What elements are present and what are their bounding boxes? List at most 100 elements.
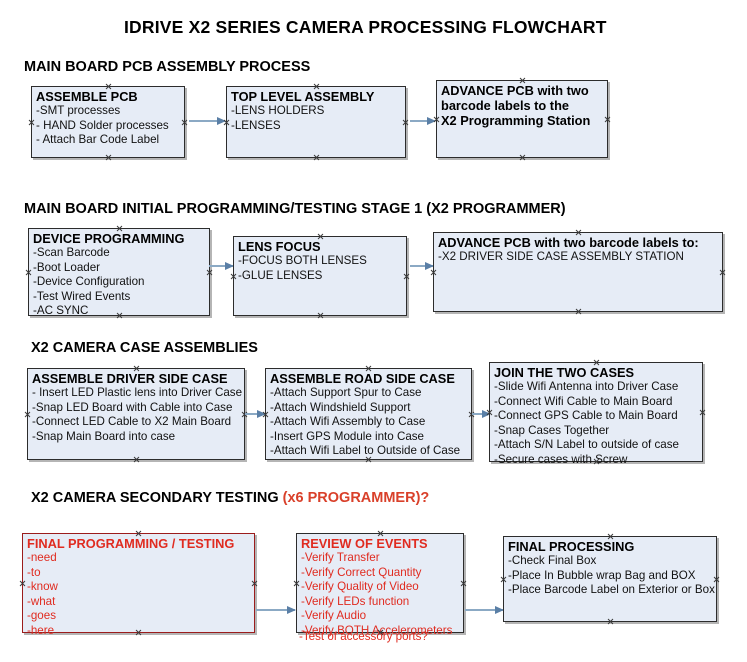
- connection-handle-bottom[interactable]: [317, 312, 324, 319]
- list-item: -AC SYNC: [33, 304, 89, 318]
- list-item: -need: [27, 551, 57, 564]
- list-item: -Slide Wifi Antenna into Driver Case: [494, 380, 679, 393]
- connection-handle-left[interactable]: [28, 119, 35, 126]
- list-item: -Connect Wifi Cable to Main Board: [494, 394, 673, 408]
- list-item: -Verify Audio: [301, 609, 367, 623]
- connection-handle-right[interactable]: [604, 116, 611, 123]
- connection-handle-right[interactable]: [460, 580, 467, 587]
- connector-arrow: [465, 605, 504, 614]
- list-item: -Connect GPS Cable to Main Board: [494, 409, 678, 423]
- node-title: JOIN THE TWO CASES: [494, 365, 635, 380]
- list-item: -Attach S/N Label to outside of case: [494, 438, 679, 452]
- connection-handle-right[interactable]: [699, 409, 706, 416]
- node-final-processing[interactable]: FINAL PROCESSING -Check Final Box -Place…: [503, 536, 717, 622]
- list-item: -Verify Correct Quantity: [301, 565, 422, 579]
- list-item: -Secure cases with Screw: [494, 452, 628, 466]
- node-final-programming-testing[interactable]: FINAL PROGRAMMING / TESTING -need -to -k…: [19, 533, 258, 637]
- list-item: -Attach Windshield Support: [270, 400, 411, 414]
- node-item-list: -Scan Barcode -Boot Loader -Device Confi…: [33, 246, 206, 319]
- list-item: -LENS HOLDERS: [231, 104, 325, 117]
- connection-handle-right[interactable]: [719, 269, 726, 276]
- node-assemble-driver-side-case[interactable]: ASSEMBLE DRIVER SIDE CASE - Insert LED P…: [27, 368, 245, 460]
- node-title: ADVANCE PCB with two barcode labels to:: [438, 235, 699, 250]
- node-assemble-road-side-case[interactable]: ASSEMBLE ROAD SIDE CASE -Attach Support …: [265, 368, 472, 460]
- list-item: -Scan Barcode: [33, 246, 110, 259]
- section-heading-4-accent: (x6 PROGRAMMER)?: [282, 490, 430, 506]
- node-title: ASSEMBLE DRIVER SIDE CASE: [32, 371, 228, 386]
- list-item: -Attach Wifi Label to Outside of Case: [270, 444, 461, 458]
- node-review-of-events-overflow-item: -Test of accessory ports?: [299, 630, 428, 643]
- section-heading-2-text: MAIN BOARD INITIAL PROGRAMMING/TESTING S…: [24, 201, 566, 217]
- connection-handle-left[interactable]: [24, 411, 31, 418]
- connection-handle-bottom[interactable]: [607, 618, 614, 625]
- node-item-list: -SMT processes - HAND Solder processes -…: [36, 104, 181, 148]
- connection-handle-bottom[interactable]: [313, 154, 320, 161]
- node-advance-pcb-programming-station[interactable]: ADVANCE PCB with two barcode labels to t…: [436, 80, 608, 158]
- node-item-list: -Slide Wifi Antenna into Driver Case -Co…: [494, 380, 699, 468]
- node-title: TOP LEVEL ASSEMBLY: [231, 89, 375, 104]
- node-item-list: -FOCUS BOTH LENSES -GLUE LENSES: [238, 254, 403, 283]
- list-item: -Verify Transfer: [301, 551, 380, 564]
- node-device-programming[interactable]: DEVICE PROGRAMMING -Scan Barcode -Boot L…: [25, 228, 213, 319]
- node-title: FINAL PROCESSING: [508, 539, 635, 554]
- list-item: -know: [27, 580, 58, 594]
- list-item: -Verify Quality of Video: [301, 580, 419, 594]
- list-item: -LENSES: [231, 118, 281, 132]
- list-item: -Snap LED Board with Cable into Case: [32, 400, 233, 414]
- section-heading-4-text: X2 CAMERA SECONDARY TESTING: [31, 490, 283, 506]
- node-title: LENS FOCUS: [238, 239, 321, 254]
- node-item-list: - Insert LED Plastic lens into Driver Ca…: [32, 386, 242, 444]
- list-item: -to: [27, 565, 41, 579]
- connection-handle-right[interactable]: [251, 580, 258, 587]
- list-item: -Attach Support Spur to Case: [270, 386, 422, 399]
- connection-handle-left[interactable]: [230, 273, 237, 280]
- connection-handle-left[interactable]: [500, 576, 507, 583]
- list-item: -Verify LEDs function: [301, 594, 410, 608]
- section-heading-3: X2 CAMERA CASE ASSEMBLIES: [31, 340, 258, 356]
- list-item: -goes: [27, 609, 57, 623]
- connection-handle-right[interactable]: [181, 119, 188, 126]
- connection-handle-left[interactable]: [293, 580, 300, 587]
- section-heading-1: MAIN BOARD PCB ASSEMBLY PROCESS: [24, 59, 310, 75]
- connection-handle-right[interactable]: [403, 273, 410, 280]
- list-item: -Test Wired Events: [33, 289, 131, 303]
- list-item: -X2 DRIVER SIDE CASE ASSEMBLY STATION: [438, 250, 684, 263]
- list-item: -FOCUS BOTH LENSES: [238, 254, 367, 267]
- connection-handle-left[interactable]: [430, 269, 437, 276]
- connection-handle-bottom[interactable]: [519, 154, 526, 161]
- list-item: -SMT processes: [36, 104, 121, 117]
- node-title: ADVANCE PCB with two: [441, 83, 589, 98]
- list-item: -Verify BOTH Accelerometers: [301, 623, 453, 637]
- node-top-level-assembly[interactable]: TOP LEVEL ASSEMBLY -LENS HOLDERS -LENSES: [226, 86, 406, 158]
- list-item: -Place In Bubble wrap Bag and BOX: [508, 568, 696, 582]
- section-heading-2: MAIN BOARD INITIAL PROGRAMMING/TESTING S…: [24, 201, 566, 217]
- connection-handle-right[interactable]: [402, 119, 409, 126]
- node-item-list: -X2 DRIVER SIDE CASE ASSEMBLY STATION: [438, 250, 719, 265]
- list-item: -Snap Main Board into case: [32, 429, 176, 443]
- section-heading-1-text: MAIN BOARD PCB ASSEMBLY PROCESS: [24, 59, 311, 75]
- connection-handle-bottom[interactable]: [575, 308, 582, 315]
- connection-handle-left[interactable]: [25, 269, 32, 276]
- connection-handle-bottom[interactable]: [105, 154, 112, 161]
- node-title: REVIEW OF EVENTS: [301, 536, 428, 551]
- connection-handle-bottom[interactable]: [133, 456, 140, 463]
- connector-arrow: [189, 116, 226, 125]
- list-item: -Connect LED Cable to X2 Main Board: [32, 415, 232, 429]
- connection-handle-left[interactable]: [19, 580, 26, 587]
- list-item: -Device Configuration: [33, 275, 145, 289]
- node-join-the-two-cases[interactable]: JOIN THE TWO CASES -Slide Wifi Antenna i…: [489, 362, 706, 466]
- connection-handle-right[interactable]: [206, 269, 213, 276]
- node-item-list: -LENS HOLDERS -LENSES: [231, 104, 402, 133]
- node-lens-focus[interactable]: LENS FOCUS -FOCUS BOTH LENSES -GLUE LENS…: [233, 236, 407, 316]
- connection-handle-right[interactable]: [713, 576, 720, 583]
- list-item: -Place Barcode Label on Exterior or Box: [508, 583, 715, 597]
- node-title: FINAL PROGRAMMING / TESTING: [27, 536, 235, 551]
- node-item-list: -need -to -know -what -goes -here: [27, 551, 251, 639]
- node-assemble-pcb[interactable]: ASSEMBLE PCB -SMT processes - HAND Solde…: [31, 86, 185, 158]
- node-item-list: -Attach Support Spur to Case -Attach Win…: [270, 386, 468, 459]
- node-title: DEVICE PROGRAMMING: [33, 231, 185, 246]
- node-review-of-events[interactable]: REVIEW OF EVENTS -Verify Transfer -Verif…: [293, 533, 467, 637]
- list-item: -Check Final Box: [508, 554, 597, 567]
- node-advance-pcb-driver-side-station[interactable]: ADVANCE PCB with two barcode labels to: …: [433, 232, 723, 312]
- connector-arrow: [410, 116, 436, 125]
